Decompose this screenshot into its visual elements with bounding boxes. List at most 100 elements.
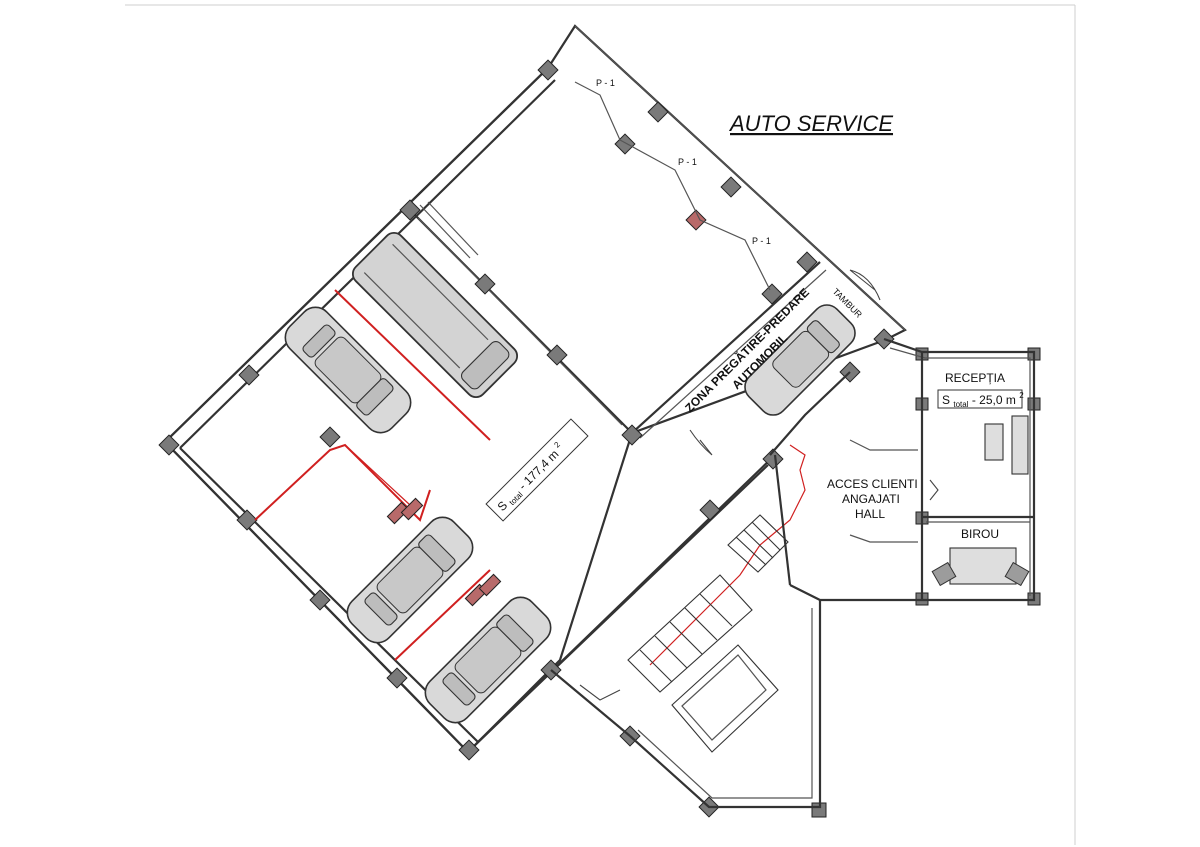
parking-line [394, 569, 491, 661]
hall-label-2: ANGAJATI [842, 492, 900, 506]
stair-step [751, 521, 781, 551]
garage-area-label: S total - 177,4 m 2 [485, 418, 589, 522]
column [238, 364, 260, 386]
stair-step [684, 607, 718, 641]
van-body [351, 231, 519, 399]
elevator-shaft [671, 644, 779, 753]
hall-wall-inner [849, 439, 918, 451]
column [761, 283, 783, 305]
parking-line [334, 289, 491, 441]
lower-wing-wall-mid [773, 454, 792, 586]
column [309, 589, 331, 611]
column [319, 426, 341, 448]
stairs [627, 514, 789, 753]
lower-wing [550, 454, 822, 809]
garage-area-text: S total - 177,4 m 2 [493, 440, 569, 516]
lift-line [574, 81, 771, 291]
car [346, 516, 474, 644]
car [424, 596, 552, 724]
reception-area-text: S total - 25,0 m 2 [942, 391, 1024, 410]
door [689, 429, 713, 456]
marker-label: P - 1 [678, 157, 697, 167]
marker-label: P - 1 [596, 78, 615, 88]
door [579, 684, 621, 701]
reception-inner-wall [889, 347, 1031, 596]
column [474, 273, 496, 295]
office-chair [931, 561, 957, 587]
marker-label: P - 1 [752, 236, 771, 246]
parking-lines [254, 289, 491, 661]
wheel-stop [386, 501, 410, 525]
lower-wing-wall-inner [637, 608, 813, 799]
prep-zone-wall [631, 261, 821, 434]
stair-upper [727, 514, 789, 573]
column [399, 199, 421, 221]
van-windshield [460, 340, 510, 390]
door [929, 479, 939, 501]
access-path [649, 444, 806, 666]
car-rear-window [442, 672, 476, 706]
column [720, 176, 742, 198]
stair-step [654, 635, 688, 669]
birou-label: BIROU [961, 527, 999, 541]
doors [579, 269, 939, 701]
reception-sofa [1011, 415, 1029, 475]
column [158, 434, 180, 456]
lower-wing-wall [629, 600, 822, 809]
door [849, 269, 881, 301]
car-windshield [418, 534, 456, 572]
partition-hatch [427, 201, 479, 256]
garage-wall-ne [574, 25, 906, 331]
car-windshield [806, 320, 840, 354]
wheel-stop [400, 497, 424, 521]
reception-block: RECEPȚIA S total - 25,0 m 2 BIROU [883, 337, 1036, 602]
car-windshield [496, 614, 534, 652]
car-windshield [356, 378, 394, 416]
stair-lower [627, 574, 753, 693]
hall-wall [789, 584, 922, 602]
garage-wall-nw-outer [164, 67, 549, 443]
receptie-label: RECEPȚIA [945, 371, 1005, 385]
reception-desk [984, 423, 1004, 461]
parking-line [344, 444, 411, 506]
office-desk [949, 547, 1017, 585]
prep-zone-wall-inner [639, 269, 827, 439]
wheel-stop [478, 573, 502, 597]
stair-step [669, 621, 703, 655]
garage-partition-inner [417, 217, 623, 426]
elevator-shaft-inner [681, 654, 767, 741]
stair-step [639, 649, 673, 683]
column [685, 209, 707, 231]
partition-hatch [419, 204, 471, 259]
column [699, 499, 721, 521]
garage-wall-se-inner [477, 464, 769, 743]
wheel-stops [386, 497, 502, 607]
lower-wing-wall-left [550, 669, 631, 737]
stair-step [735, 536, 767, 566]
hall-wall [769, 371, 851, 456]
garage-area-box [485, 418, 589, 522]
stair-step [743, 529, 774, 559]
car [284, 306, 412, 434]
column [546, 344, 568, 366]
office-chair [1004, 561, 1030, 587]
column [762, 448, 784, 470]
reception-outer-wall [883, 337, 1036, 602]
column [236, 509, 258, 531]
van [351, 231, 519, 399]
car-rear-window [302, 324, 336, 358]
column [386, 667, 408, 689]
car-rear-window [364, 592, 398, 626]
column [647, 101, 669, 123]
hall-wall-inner [849, 534, 918, 543]
column [537, 59, 559, 81]
column [796, 251, 818, 273]
column [621, 424, 643, 446]
hall: ACCES CLIENTI ANGAJATI HALL [649, 371, 922, 666]
page-title: AUTO SERVICE [728, 111, 893, 136]
hall-label-3: HALL [855, 507, 885, 521]
car [744, 304, 856, 416]
van-line [363, 272, 461, 369]
columns [158, 59, 1041, 818]
